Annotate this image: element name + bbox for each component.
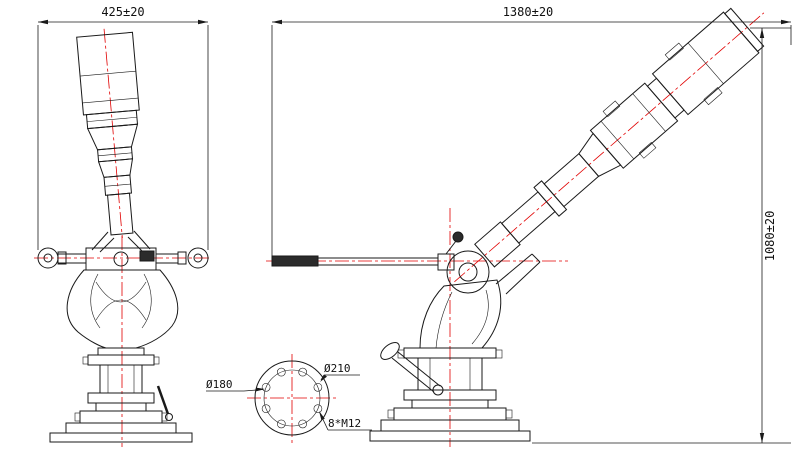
front-view-yoke (37, 230, 209, 271)
side-height-dim-text: 1080±20 (763, 211, 777, 262)
front-view (34, 28, 210, 447)
dimension-front-width: 425±20 (37, 5, 209, 250)
nozzle-tip (724, 7, 765, 53)
handwheel-right (187, 247, 209, 269)
lock-knob (452, 231, 464, 243)
side-view-pivot (446, 250, 490, 294)
side-length-dim-text: 1380±20 (503, 5, 554, 19)
front-view-base (49, 347, 193, 443)
handle-grip (271, 255, 319, 267)
tiller-loop (380, 342, 400, 360)
front-gearbox (139, 250, 155, 262)
side-view-handle (271, 231, 464, 271)
side-view-brace (495, 253, 541, 295)
flange-detail (247, 354, 337, 443)
front-width-dim-text: 425±20 (101, 5, 144, 19)
flange-outer-dia-label: Ø210 (324, 362, 351, 375)
side-view-tiller (380, 342, 444, 396)
flange-bolt-holes-label: 8*M12 (328, 417, 361, 430)
side-view-base (369, 347, 531, 442)
side-view-elbow (419, 279, 502, 349)
front-view-barrel (76, 28, 140, 239)
handle-shaft (317, 257, 439, 266)
dimension-side-length: 1380±20 (271, 5, 792, 256)
flange-bolt-circle-label: Ø180 (206, 378, 233, 391)
side-view-barrel (454, 7, 765, 283)
front-view-body (66, 269, 179, 349)
drain-knob (165, 413, 173, 421)
side-view (266, 7, 765, 447)
flange-bolt-circle (263, 369, 321, 427)
dimension-side-height: 1080±20 (532, 27, 791, 444)
front-gear-hub (113, 251, 129, 267)
flange-labels: Ø180 Ø210 8*M12 (206, 362, 372, 431)
flange-outer-circle (254, 360, 330, 436)
